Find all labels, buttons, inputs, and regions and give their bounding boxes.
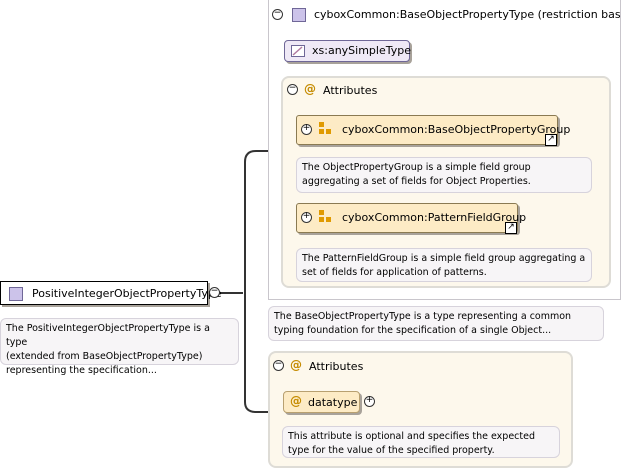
link-arrow-icon[interactable]: ↗ xyxy=(505,222,517,234)
complex-type-icon xyxy=(9,287,23,301)
attribute-box[interactable]: @ datatype xyxy=(283,391,360,413)
attributes-label: Attributes xyxy=(323,84,378,97)
attribute-at-icon: @ xyxy=(304,82,316,96)
documentation-bubble: The BaseObjectPropertyType is a type rep… xyxy=(268,306,604,341)
attribute-at-icon: @ xyxy=(290,394,302,408)
doc-line: The ObjectPropertyGroup is a simple fiel… xyxy=(302,162,531,173)
doc-line: The PatternFieldGroup is a simple field … xyxy=(302,253,586,264)
doc-line: The BaseObjectPropertyType is a type rep… xyxy=(274,311,572,322)
attribute-group-box[interactable] xyxy=(296,203,518,233)
attribute-group-box[interactable] xyxy=(296,115,558,145)
attribute-group-label: cyboxCommon:BaseObjectPropertyGroup xyxy=(342,123,571,136)
expand-toggle[interactable]: + xyxy=(364,395,375,407)
documentation-bubble: This attribute is optional and specifies… xyxy=(282,426,560,458)
simple-type-box[interactable]: xs:anySimpleType xyxy=(284,40,411,62)
doc-line: The PositiveIntegerObjectPropertyType is… xyxy=(6,323,210,348)
link-arrow-icon[interactable]: ↗ xyxy=(545,134,557,146)
collapse-toggle[interactable]: − xyxy=(209,286,220,298)
doc-line: set of fields for application of pattern… xyxy=(302,267,487,278)
attribute-group-label: cyboxCommon:PatternFieldGroup xyxy=(342,211,527,224)
documentation-bubble: The PatternFieldGroup is a simple field … xyxy=(296,248,592,282)
root-type-label: PositiveIntegerObjectPropertyType xyxy=(32,287,222,300)
attribute-at-icon: @ xyxy=(290,358,302,372)
doc-line: typing foundation for the specification … xyxy=(274,325,552,336)
attribute-group-icon xyxy=(319,122,333,136)
doc-line: (extended from BaseObjectPropertyType) xyxy=(6,351,203,362)
doc-line: type for the value of the specified prop… xyxy=(288,445,495,456)
doc-line: representing the specification... xyxy=(6,365,157,376)
collapse-toggle[interactable]: − xyxy=(272,8,283,20)
simple-type-icon xyxy=(291,45,305,57)
complex-type-icon xyxy=(292,8,306,22)
simple-type-label: xs:anySimpleType xyxy=(312,44,411,57)
root-type-box[interactable]: PositiveIntegerObjectPropertyType xyxy=(0,281,222,305)
documentation-bubble: The PositiveIntegerObjectPropertyType is… xyxy=(0,318,239,376)
base-type-label[interactable]: cyboxCommon:BaseObjectPropertyType (rest… xyxy=(314,8,621,21)
attribute-group-icon xyxy=(319,210,333,224)
documentation-bubble: The ObjectPropertyGroup is a simple fiel… xyxy=(296,157,592,193)
collapse-toggle[interactable]: − xyxy=(287,83,298,95)
expand-toggle[interactable]: + xyxy=(301,123,312,135)
collapse-toggle[interactable]: − xyxy=(273,359,284,371)
doc-line: This attribute is optional and specifies… xyxy=(288,431,536,442)
doc-line: aggregating a set of fields for Object P… xyxy=(302,176,531,187)
attributes-label: Attributes xyxy=(309,360,364,373)
attribute-label: datatype xyxy=(308,396,358,409)
expand-toggle[interactable]: + xyxy=(301,211,312,223)
